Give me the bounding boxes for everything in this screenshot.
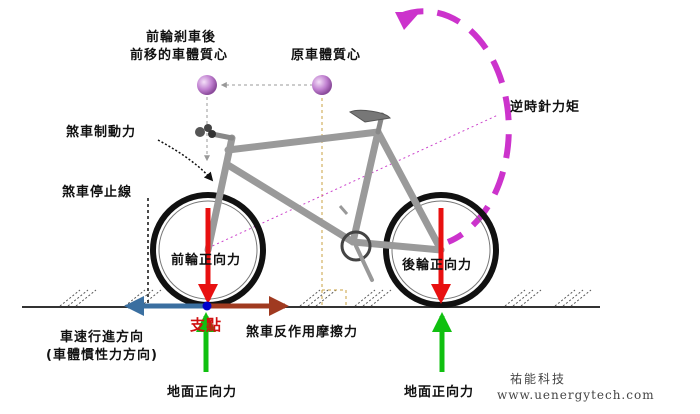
brake-force-label: 煞車制動力	[66, 125, 137, 140]
brake-lever	[195, 124, 216, 138]
front-shifted-cog-label-line1: 前輪剎車後	[146, 30, 217, 45]
watermark-name: 祐能科技	[510, 372, 567, 386]
crank-arm	[354, 244, 374, 282]
ground-normal-rear-label: 地面正向力	[404, 385, 475, 400]
vehicle-direction-label-line1: 車速行進方向	[60, 330, 145, 345]
original-cog-ball	[312, 75, 332, 95]
shifted-cog-ball	[197, 75, 217, 95]
rear-wheel-normal-label: 後輪正向力	[402, 258, 473, 273]
watermark-url: www.uenergytech.com	[497, 388, 655, 402]
ground-normal-front-label: 地面正向力	[167, 385, 238, 400]
torque-arc-arrowhead	[395, 12, 420, 30]
chainring	[340, 230, 372, 262]
pivot-dot	[202, 301, 212, 311]
counterclockwise-torque-label: 逆時針力矩	[510, 100, 581, 115]
torque-lever-line	[207, 114, 499, 249]
pedal	[338, 205, 349, 215]
pivot-label: 支點	[190, 316, 223, 334]
original-cog-label: 原車體質心	[291, 48, 362, 63]
front-shifted-cog-label-line2: 前移的車體質心	[130, 48, 229, 63]
brake-stop-line-label: 煞車停止線	[62, 185, 133, 200]
seat	[348, 109, 391, 123]
front-wheel-normal-label: 前輪正向力	[171, 253, 242, 268]
right-angle-mark	[322, 289, 347, 306]
brake-force-pointer	[157, 139, 214, 182]
front-fork	[204, 134, 236, 254]
vehicle-direction-label-line2: (車體慣性力方向)	[46, 348, 158, 363]
brake-reaction-friction-label: 煞車反作用摩擦力	[246, 325, 359, 340]
bicycle-frame	[224, 128, 445, 254]
rear-wheel	[383, 192, 499, 308]
